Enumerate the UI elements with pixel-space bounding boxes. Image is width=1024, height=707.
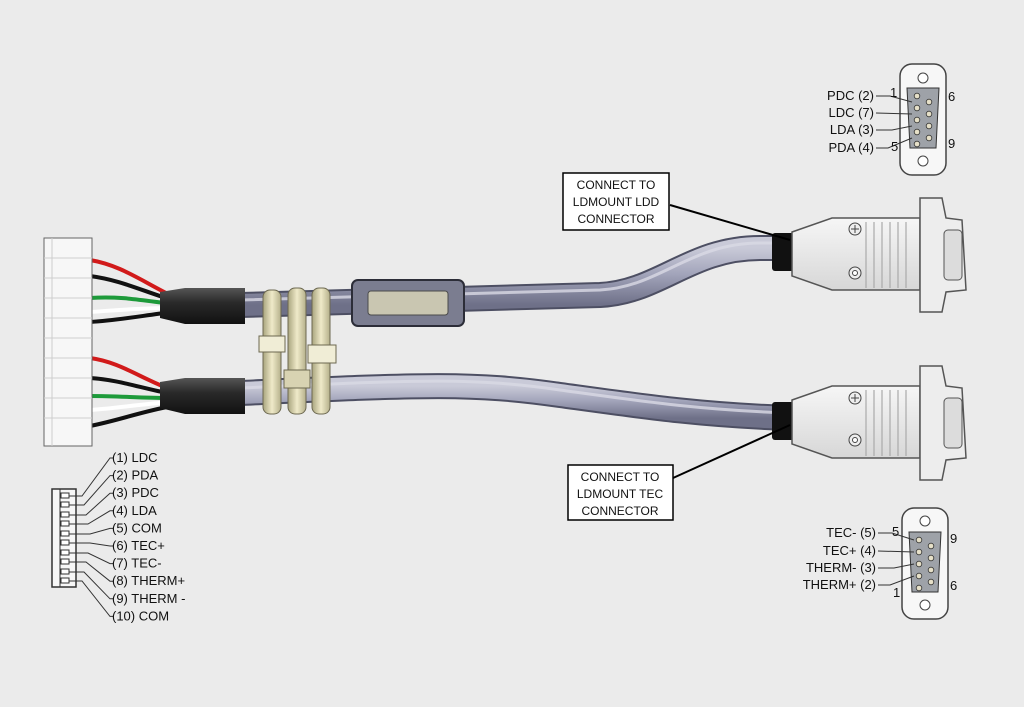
header-pin-leader xyxy=(69,561,113,582)
header-pin-label: (4) LDA xyxy=(112,503,157,518)
header-pin-leader xyxy=(69,571,113,600)
ldd-pinout-diagram: PDC (2) LDC (7) LDA (3) PDA (4) 1 5 6 9 xyxy=(827,63,955,176)
header-pin-label: (5) COM xyxy=(112,520,162,535)
ldd-pin-number-top-right: 6 xyxy=(948,89,955,104)
tec-callout: CONNECT TO LDMOUNT TEC CONNECTOR xyxy=(567,424,791,521)
header-wires-top xyxy=(89,258,173,324)
tec-pin-number-bottom-right: 6 xyxy=(950,578,957,593)
header-wires-bottom xyxy=(89,356,173,428)
tec-dsub-connector xyxy=(772,365,967,481)
header-pin-leader xyxy=(69,552,113,565)
header-pin-leader xyxy=(69,475,113,506)
tec-pin-label-1: TEC- (5) xyxy=(826,525,876,540)
header-pin-label: (1) LDC xyxy=(112,450,158,465)
header-pin-leader xyxy=(69,492,113,516)
header-pinout-diagram: (1) LDC (2) PDA (3) PDC (4) LDA (5) COM (6) T… xyxy=(51,450,185,623)
tec-pin-number-top-right: 9 xyxy=(950,531,957,546)
ldd-callout: CONNECT TO LDMOUNT LDD CONNECTOR xyxy=(562,172,791,241)
header-pin-label: (2) PDA xyxy=(112,468,159,483)
header-pin-leader xyxy=(69,542,113,547)
header-pin-label: (8) THERM+ xyxy=(112,573,185,588)
header-pin-label: (7) TEC- xyxy=(112,556,162,571)
tec-pin-label-3: THERM- (3) xyxy=(806,560,876,575)
header-connector-block xyxy=(43,237,93,447)
ldd-pin-number-bottom-left: 5 xyxy=(891,139,898,154)
header-pin-leader xyxy=(69,580,113,617)
ldd-callout-line-2: LDMOUNT LDD xyxy=(573,195,660,209)
header-pin-label: (10) COM xyxy=(112,608,169,623)
ferrite-bead xyxy=(351,279,465,327)
header-pin-label: (6) TEC+ xyxy=(112,538,165,553)
tec-callout-line-1: CONNECT TO xyxy=(581,470,660,484)
cable-ties xyxy=(258,287,337,415)
ldd-callout-line-1: CONNECT TO xyxy=(577,178,656,192)
tec-callout-line-2: LDMOUNT TEC xyxy=(577,487,664,501)
tec-pinout-diagram: TEC- (5) TEC+ (4) THERM- (3) THERM+ (2) … xyxy=(803,507,957,620)
tec-cable xyxy=(239,373,791,431)
header-pin-leader xyxy=(69,457,113,497)
ldd-pin-label-2: LDC (7) xyxy=(828,105,874,120)
ldd-cable xyxy=(239,235,790,318)
ldd-pin-label-3: LDA (3) xyxy=(830,122,874,137)
ldd-pin-label-4: PDA (4) xyxy=(828,140,874,155)
header-pin-leader xyxy=(69,510,113,525)
header-pin-label: (9) THERM - xyxy=(112,591,185,606)
tec-callout-line-3: CONNECTOR xyxy=(581,504,658,518)
header-pin-leader xyxy=(69,527,113,535)
tec-pin-label-4: THERM+ (2) xyxy=(803,577,876,592)
ldd-pin-number-top-left: 1 xyxy=(890,85,897,100)
header-pin-label: (3) PDC xyxy=(112,485,159,500)
heat-shrink-boots xyxy=(160,288,245,414)
ldd-pin-label-1: PDC (2) xyxy=(827,88,874,103)
tec-pin-number-top-left: 5 xyxy=(892,524,899,539)
ldd-callout-line-3: CONNECTOR xyxy=(577,212,654,226)
ldd-pin-number-bottom-right: 9 xyxy=(948,136,955,151)
ldd-dsub-connector xyxy=(772,197,967,313)
tec-pin-number-bottom-left: 1 xyxy=(893,585,900,600)
tec-pin-label-2: TEC+ (4) xyxy=(823,543,876,558)
